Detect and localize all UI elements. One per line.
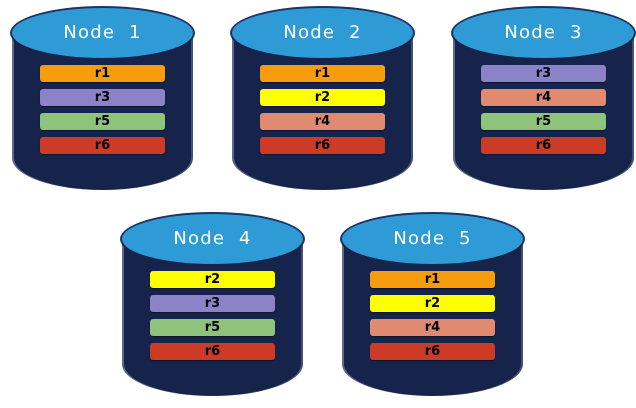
node-label: Node 3 xyxy=(504,22,583,43)
record-list: r3 r4 r5 r6 xyxy=(481,65,606,154)
node-body xyxy=(453,33,634,190)
record-bar[interactable]: r6 xyxy=(150,343,275,360)
node-top-disc xyxy=(232,8,413,58)
record-bar[interactable]: r4 xyxy=(481,89,606,106)
record-bar[interactable]: r1 xyxy=(40,65,165,82)
node-top-disc xyxy=(12,8,193,58)
record-bar[interactable]: r5 xyxy=(150,319,275,336)
node-cylinder-2[interactable]: Node 2 r1 r2 r4 r6 xyxy=(232,8,413,190)
record-bar[interactable]: r4 xyxy=(370,319,495,336)
node-body xyxy=(232,33,413,190)
record-bar[interactable]: r2 xyxy=(370,295,495,312)
record-bar[interactable]: r1 xyxy=(260,65,385,82)
record-bar[interactable]: r4 xyxy=(260,113,385,130)
node-top-disc xyxy=(453,8,634,58)
record-bar[interactable]: r6 xyxy=(40,137,165,154)
node-label: Node 2 xyxy=(283,22,362,43)
record-bar[interactable]: r3 xyxy=(40,89,165,106)
record-bar[interactable]: r3 xyxy=(150,295,275,312)
node-cylinder-3[interactable]: Node 3 r3 r4 r5 r6 xyxy=(453,8,634,190)
record-list: r1 r2 r4 r6 xyxy=(260,65,385,154)
node-label: Node 5 xyxy=(393,228,472,249)
record-bar[interactable]: r6 xyxy=(481,137,606,154)
record-bar[interactable]: r1 xyxy=(370,271,495,288)
record-list: r1 r3 r5 r6 xyxy=(40,65,165,154)
record-list: r2 r3 r5 r6 xyxy=(150,271,275,360)
node-cylinder-5[interactable]: Node 5 r1 r2 r4 r6 xyxy=(342,214,523,396)
record-bar[interactable]: r5 xyxy=(481,113,606,130)
record-bar[interactable]: r5 xyxy=(40,113,165,130)
record-bar[interactable]: r3 xyxy=(481,65,606,82)
node-label: Node 1 xyxy=(63,22,142,43)
record-bar[interactable]: r2 xyxy=(150,271,275,288)
node-top-disc xyxy=(342,214,523,264)
node-top-disc xyxy=(122,214,303,264)
node-label: Node 4 xyxy=(173,228,252,249)
node-cylinder-4[interactable]: Node 4 r2 r3 r5 r6 xyxy=(122,214,303,396)
record-list: r1 r2 r4 r6 xyxy=(370,271,495,360)
record-bar[interactable]: r2 xyxy=(260,89,385,106)
node-body xyxy=(122,239,303,396)
node-body xyxy=(12,33,193,190)
record-bar[interactable]: r6 xyxy=(260,137,385,154)
node-body xyxy=(342,239,523,396)
node-cylinder-1[interactable]: Node 1 r1 r3 r5 r6 xyxy=(12,8,193,190)
record-bar[interactable]: r6 xyxy=(370,343,495,360)
